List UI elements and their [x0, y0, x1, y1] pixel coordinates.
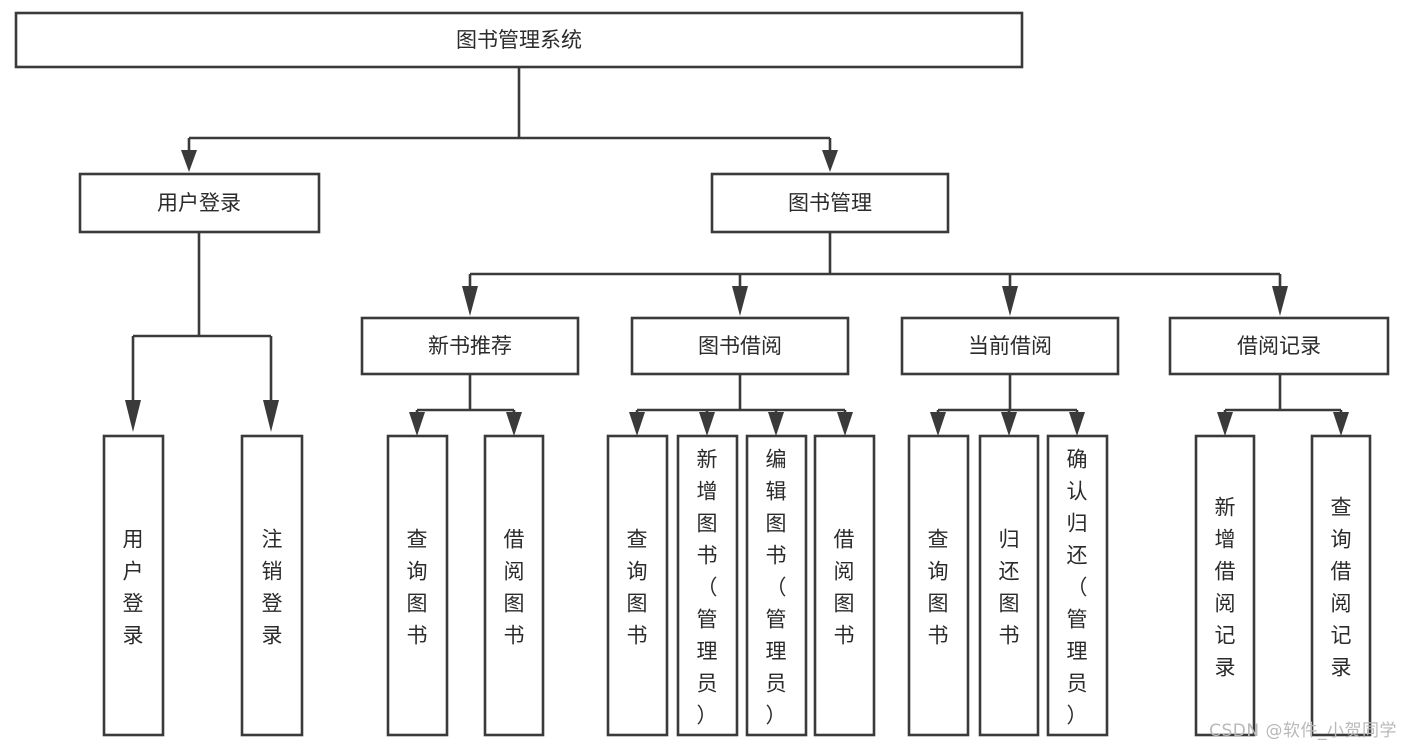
arrow-head-user-login [181, 150, 197, 172]
node-leaf-cb-confirm-return-box[interactable] [1046, 434, 1109, 737]
arrow-head-leaf-logout [263, 400, 279, 432]
node-leaf-cb-query-book[interactable]: 查询图书 [907, 434, 970, 737]
arrow-head-bb-edit-book [768, 412, 784, 436]
arrow-head-current-borrow [1002, 286, 1018, 316]
node-leaf-bb-borrow-book-label: 借阅图书 [834, 528, 855, 648]
arrow-head-book-borrow [732, 286, 748, 316]
node-new-book-recommend[interactable]: 新书推荐 [360, 316, 580, 376]
node-leaf-br-add-record[interactable]: 新增借阅记录 [1194, 434, 1256, 737]
node-leaf-nbr-query-book[interactable]: 查询图书 [386, 434, 449, 737]
node-leaf-bb-query-book[interactable]: 查询图书 [606, 434, 669, 737]
node-leaf-bb-edit-book-box[interactable] [745, 434, 808, 737]
arrow-head-bb-borrow-book [837, 412, 853, 436]
node-leaf-user-login[interactable]: 用户登录 [102, 434, 165, 737]
arrow-head-bb-query-book [629, 412, 645, 436]
node-leaf-user-login-box[interactable] [102, 434, 165, 737]
node-leaf-cb-return-book-label: 归还图书 [999, 528, 1020, 648]
node-leaf-logout-box[interactable] [240, 434, 304, 737]
connector-layer [125, 67, 1349, 436]
node-borrow-record-box[interactable] [1168, 316, 1390, 376]
node-leaf-logout-label: 注销登录 [262, 528, 283, 648]
arrow-head-book-manage [822, 150, 838, 172]
node-user-login-box[interactable] [78, 172, 321, 234]
node-root-label: 图书管理系统 [456, 28, 582, 52]
node-leaf-cb-confirm-return[interactable]: 确认归还（管理员） [1046, 434, 1109, 737]
node-leaf-bb-add-book[interactable]: 新增图书（管理员） [676, 434, 739, 737]
node-leaf-bb-query-book-label: 查询图书 [627, 528, 648, 648]
arrow-head-br-add-record [1217, 412, 1233, 436]
node-root-box[interactable] [14, 11, 1024, 69]
node-current-borrow-label: 当前借阅 [968, 334, 1052, 358]
node-book-management-label: 图书管理 [788, 191, 872, 215]
arrow-head-cb-confirm-return [1069, 412, 1085, 436]
node-leaf-bb-edit-book-label: 编辑图书（管理员） [766, 448, 787, 728]
node-leaf-br-add-record-box[interactable] [1194, 434, 1256, 737]
node-leaf-user-login-label: 用户登录 [123, 528, 144, 648]
node-leaf-bb-borrow-book-box[interactable] [813, 434, 876, 737]
node-leaf-nbr-borrow-book-box[interactable] [483, 434, 545, 737]
node-leaf-cb-query-book-label: 查询图书 [928, 528, 949, 648]
arrow-head-cb-query-book [930, 412, 946, 436]
arrow-head-leaf-user-login [125, 400, 141, 432]
arrow-head-new-book-recommend [462, 286, 478, 316]
node-leaf-cb-query-book-box[interactable] [907, 434, 970, 737]
node-user-login[interactable]: 用户登录 [78, 172, 321, 234]
node-leaf-logout[interactable]: 注销登录 [240, 434, 304, 737]
node-book-borrow-label: 图书借阅 [698, 334, 782, 358]
node-root-book-management-system[interactable]: 图书管理系统 [14, 11, 1024, 69]
node-new-book-recommend-box[interactable] [360, 316, 580, 376]
node-leaf-nbr-borrow-book[interactable]: 借阅图书 [483, 434, 545, 737]
node-borrow-record-label: 借阅记录 [1237, 334, 1321, 358]
node-leaf-bb-add-book-box[interactable] [676, 434, 739, 737]
node-user-login-label: 用户登录 [157, 191, 241, 215]
arrow-head-borrow-record [1272, 286, 1288, 316]
node-leaf-br-add-record-label: 新增借阅记录 [1215, 496, 1236, 680]
node-book-borrow[interactable]: 图书借阅 [630, 316, 850, 376]
node-leaf-nbr-query-book-label: 查询图书 [407, 528, 428, 648]
csdn-watermark: CSDN @软件_小贺同学 [1209, 721, 1397, 741]
node-leaf-bb-edit-book[interactable]: 编辑图书（管理员） [745, 434, 808, 737]
node-leaf-br-query-record-box[interactable] [1310, 434, 1372, 737]
node-book-management-box[interactable] [710, 172, 950, 234]
node-current-borrow[interactable]: 当前借阅 [900, 316, 1120, 376]
node-leaf-bb-query-book-box[interactable] [606, 434, 669, 737]
node-new-book-recommend-label: 新书推荐 [428, 334, 512, 358]
arrow-head-br-query-record [1333, 412, 1349, 436]
node-leaf-cb-return-book-box[interactable] [978, 434, 1040, 737]
node-leaf-bb-add-book-label: 新增图书（管理员） [697, 448, 718, 728]
node-leaf-br-query-record[interactable]: 查询借阅记录 [1310, 434, 1372, 737]
node-current-borrow-box[interactable] [900, 316, 1120, 376]
node-leaf-cb-confirm-return-label: 确认归还（管理员） [1067, 448, 1088, 728]
node-leaf-cb-return-book[interactable]: 归还图书 [978, 434, 1040, 737]
node-leaf-bb-borrow-book[interactable]: 借阅图书 [813, 434, 876, 737]
node-book-borrow-box[interactable] [630, 316, 850, 376]
arrow-head-nbr-borrow-book [506, 412, 522, 436]
arrow-head-nbr-query-book [409, 412, 425, 436]
arrow-head-cb-return-book [1001, 412, 1017, 436]
node-leaf-nbr-borrow-book-label: 借阅图书 [504, 528, 525, 648]
node-leaf-br-query-record-label: 查询借阅记录 [1331, 496, 1352, 680]
node-book-management[interactable]: 图书管理 [710, 172, 950, 234]
arrow-head-bb-add-book [699, 412, 715, 436]
node-leaf-nbr-query-book-box[interactable] [386, 434, 449, 737]
node-borrow-record[interactable]: 借阅记录 [1168, 316, 1390, 376]
